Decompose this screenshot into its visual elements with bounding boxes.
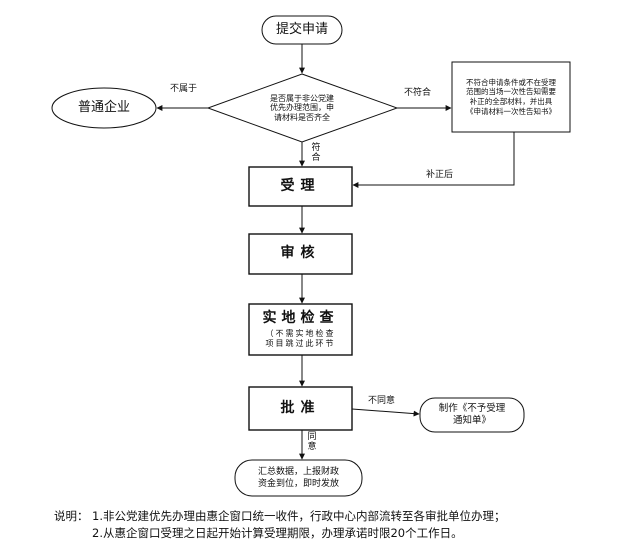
start-node: 提交申请 (262, 16, 342, 44)
notify-line-3: 补正的全部材料，并出具 (469, 97, 553, 106)
reject-node: 制作《不予受理 通知单》 (420, 398, 524, 432)
final-node-shape (234, 459, 363, 497)
reject-line-2: 通知单》 (452, 415, 491, 426)
decision-line-1: 是否属于非公党建 (270, 93, 334, 103)
start-node-label: 提交申请 (275, 21, 328, 37)
review-node: 审核 (249, 234, 352, 274)
notify-line-1: 不符合申请条件或不在受理 (466, 77, 556, 87)
approve-node: 批准 (249, 387, 352, 430)
note-item-1: 1.非公党建优先办理由惠企窗口统一收件，行政中心内部流转至各审批单位办理； (92, 509, 506, 523)
reject-line-1: 制作《不予受理 (438, 402, 506, 414)
decision-node: 是否属于非公党建 优先办理范围，申 请材料是否齐全 (252, 89, 352, 127)
edge-label-conform: 符合 (311, 143, 321, 164)
edge-label-after-correction: 补正后 (426, 170, 454, 180)
notify-line-4: 《申请材料一次性告知书》 (466, 106, 556, 116)
accept-node: 受理 (249, 167, 352, 206)
decision-line-2: 优先办理范围，申 (270, 103, 334, 113)
inspect-label: 实地检查 (262, 309, 339, 326)
approve-box-shape (248, 386, 353, 431)
arrow-after-correction (352, 132, 515, 188)
ordinary-enterprise-label: 普通企业 (77, 99, 130, 115)
ordinary-enterprise-shape (51, 87, 157, 129)
final-node: 汇总数据，上报财政 资金到位，即时发放 (235, 460, 362, 496)
notes-label: 说明： (54, 509, 89, 523)
notify-line-2: 范围的当场一次性告知需要 (466, 87, 556, 97)
decision-line-3: 请材料是否齐全 (274, 112, 330, 122)
ordinary-enterprise-node: 普通企业 (52, 88, 156, 128)
inspect-note-line-2: 项目跳过此环节 (265, 339, 336, 349)
inspect-box-shape (248, 303, 353, 356)
reject-box-shape (419, 397, 525, 433)
notify-box-shape (451, 61, 571, 133)
inspect-note-line-1: （不需实地检查 (265, 329, 336, 339)
final-line-2: 资金到位，即时发放 (257, 479, 339, 489)
accept-label: 受理 (280, 177, 321, 194)
edge-label-not-belong: 不属于 (170, 84, 198, 94)
edge-label-agree: 同意 (307, 432, 317, 453)
review-box-shape (248, 233, 353, 275)
notify-node: 不符合申请条件或不在受理 范围的当场一次性告知需要 补正的全部材料，并出具 《申… (452, 62, 570, 132)
approve-label: 批准 (280, 399, 321, 416)
accept-box-shape (248, 166, 353, 207)
note-item-2: 2.从惠企窗口受理之日起开始计算受理期限，办理承诺时限20个工作日。 (92, 525, 463, 540)
final-line-1: 汇总数据，上报财政 (257, 466, 339, 477)
notes: 说明： 1.非公党建优先办理由惠企窗口统一收件，行政中心内部流转至各审批单位办理… (54, 508, 505, 541)
edge-label-disagree: 不同意 (368, 396, 396, 406)
inspect-node: 实地检查 （不需实地检查 项目跳过此环节 (249, 304, 352, 355)
arrow-disagree (351, 408, 420, 417)
review-label: 审核 (280, 245, 321, 262)
edge-label-not-conform: 不符合 (404, 88, 432, 98)
